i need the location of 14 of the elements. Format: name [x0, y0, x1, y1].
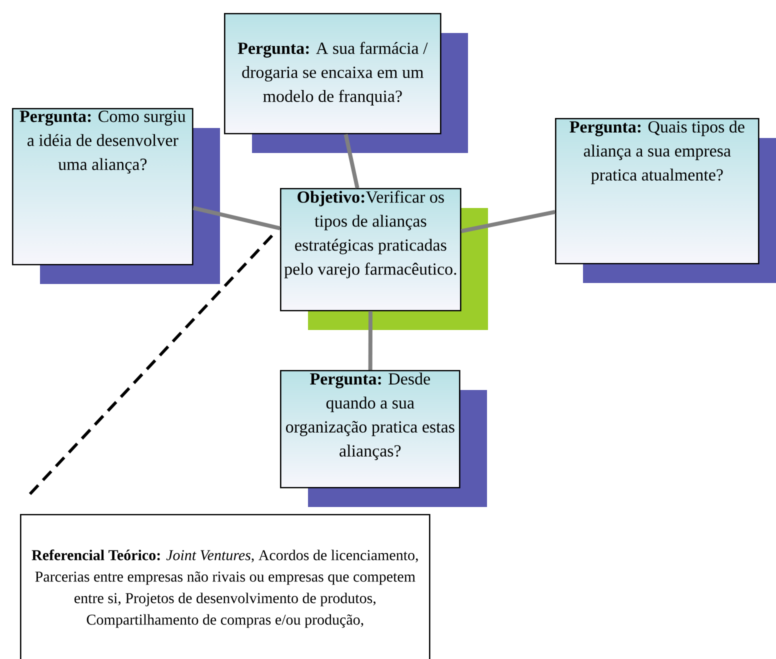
question-box: Pergunta: Quais tipos de aliança a sua empresa pratica atualmente? [555, 118, 776, 283]
question-box: Pergunta: Como surgiu a idéia de desenvolver uma aliança? [12, 108, 220, 284]
reference-box: Referencial Teórico: Joint Ventures, Acordos de licenciamento, Parcerias entre empresas não rivais ou empresas que competem entre si, Projetos de desenvolvimento de produtos, Compartilhamento de compras e/ou produção, [20, 514, 430, 659]
connector-line [344, 134, 360, 188]
connector-line [192, 206, 280, 230]
node-label: Objetivo:Verificar os [298, 190, 444, 206]
connector-line [368, 311, 372, 370]
connector-line [460, 210, 556, 234]
node-label: Pergunta: Desde [310, 372, 430, 388]
objective-box: Objetivo:Verificar os tipos de alianças estratégicas praticadas pelo varejo farmacêutico. [280, 188, 488, 330]
question-box: Pergunta: A sua farmácia / drogaria se encaixa em um modelo de franquia? [224, 13, 468, 153]
question-box: Pergunta: Desde quando a sua organização pratica estas alianças? [280, 370, 487, 507]
node-label: Pergunta: Quais tipos de [570, 120, 744, 136]
connector-line [28, 234, 274, 496]
